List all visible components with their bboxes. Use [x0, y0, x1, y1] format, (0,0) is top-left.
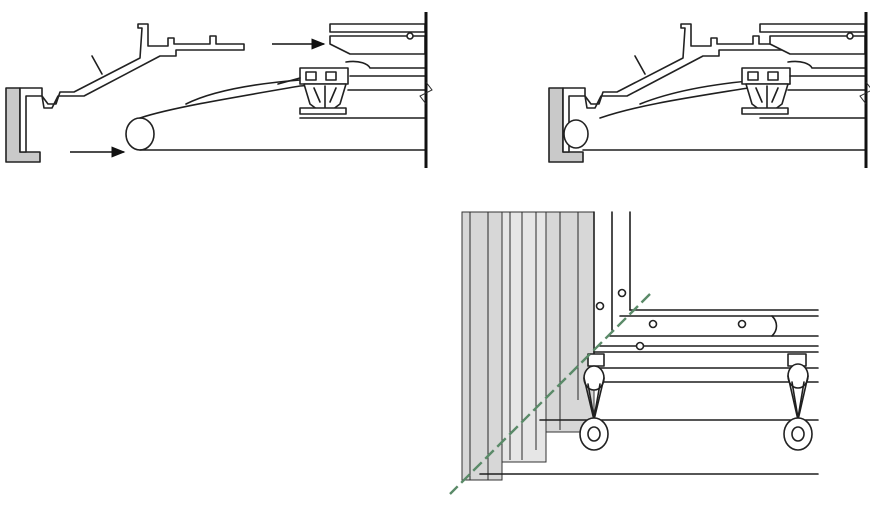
sloped-profile	[41, 23, 245, 109]
roller-clip-left	[579, 353, 609, 451]
section-before-figure	[5, 12, 433, 168]
perspective-corner-figure	[449, 211, 819, 495]
section-after-figure	[548, 12, 870, 168]
sloped-profile-2	[584, 23, 788, 109]
screw	[617, 288, 627, 298]
fold-line	[449, 293, 651, 495]
screw	[635, 341, 645, 351]
screw	[648, 319, 658, 329]
vertical-panel	[461, 211, 503, 481]
screw	[737, 319, 747, 329]
screw	[595, 301, 605, 311]
bead-roll	[125, 117, 155, 151]
bead-roll-2	[563, 119, 589, 149]
roller-clip-right	[783, 353, 813, 451]
